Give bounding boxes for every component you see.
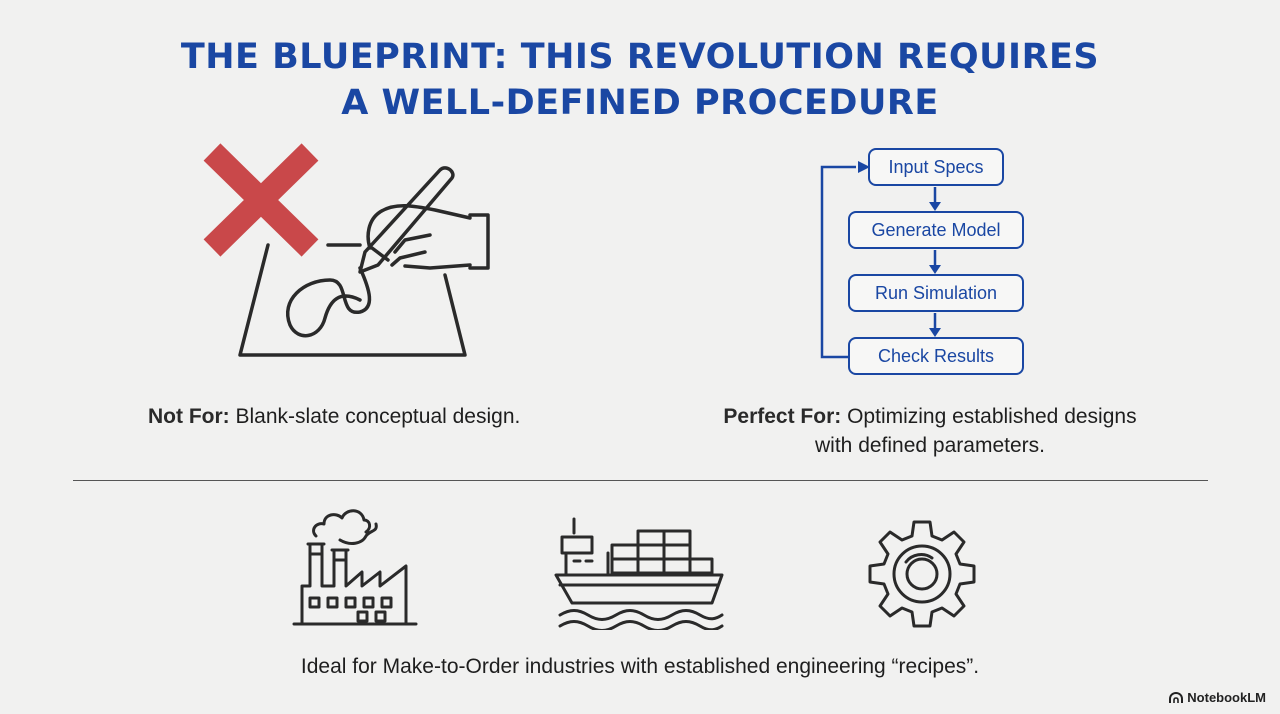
not-for-caption: Not For: Blank-slate conceptual design. xyxy=(148,402,520,431)
factory-icon xyxy=(292,509,418,626)
flow-step-generate-model: Generate Model xyxy=(848,211,1024,249)
paper-icon xyxy=(238,243,467,357)
industries-caption: Ideal for Make-to-Order industries with … xyxy=(300,655,980,678)
squiggle-icon xyxy=(286,266,372,338)
perfect-for-text-line-1: Optimizing established designs xyxy=(847,405,1137,428)
flow-step-run-simulation: Run Simulation xyxy=(848,274,1024,312)
perfect-for-text-line-2: with defined parameters. xyxy=(815,434,1045,457)
cargo-ship-icon xyxy=(554,517,724,630)
sketching-hand-illustration xyxy=(203,143,490,357)
notebooklm-badge: NotebookLM xyxy=(1169,690,1266,705)
flow-step-input-specs: Input Specs xyxy=(868,148,1004,186)
perfect-for-caption: Perfect For: Optimizing established desi… xyxy=(600,402,1260,460)
gear-icon xyxy=(868,520,976,628)
section-divider xyxy=(73,480,1208,481)
cross-icon xyxy=(203,143,319,257)
flowchart-connectors xyxy=(820,161,941,359)
title-line-2: A WELL-DEFINED PROCEDURE xyxy=(341,83,939,123)
process-flowchart: Input Specs Generate Model Run Simulatio… xyxy=(810,140,1040,390)
notebooklm-badge-text: NotebookLM xyxy=(1187,690,1266,705)
hand-pen-icon xyxy=(358,166,490,274)
notebooklm-logo-icon xyxy=(1169,691,1184,703)
perfect-for-label: Perfect For: xyxy=(723,405,842,428)
flow-step-check-results: Check Results xyxy=(848,337,1024,375)
not-for-label: Not For: xyxy=(148,405,230,428)
page-title: THE BLUEPRINT: THIS REVOLUTION REQUIRES … xyxy=(0,34,1280,126)
not-for-text: Blank-slate conceptual design. xyxy=(235,405,521,428)
title-line-1: THE BLUEPRINT: THIS REVOLUTION REQUIRES xyxy=(180,37,1100,77)
